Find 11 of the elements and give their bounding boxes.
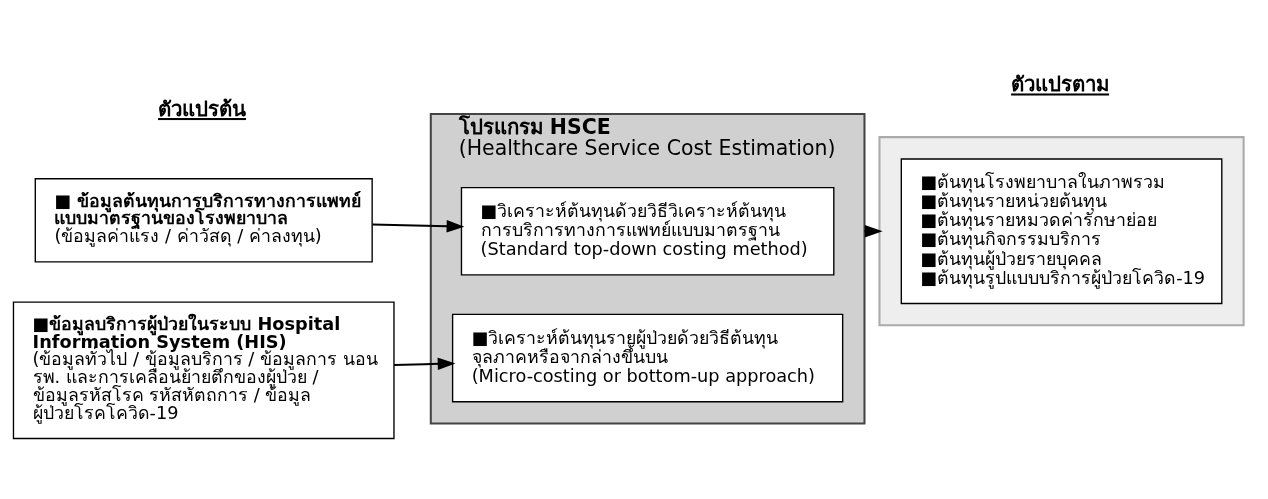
- arrow: [864, 224, 883, 237]
- node-box: ■วิเคราะห์ต้นทุนด้วยวิธีวิเคราะห์ต้นทุน การบริการทางการแพทย์แบบมาตรฐาน (Standard top-down costing method): [460, 186, 835, 276]
- node-box: ■ต้นทุนโรงพยาบาลในภาพรวม ■ต้นทุนรายหน่วยต้นทุน ■ต้นทุนรายหมวดค่ารักษาย่อย ■ต้นทุนกิจกรรมบริการ ■ต้นทุนผู้ป่วยรายบุคคล ■ต้นทุนรูปแบบบริการผู้ป่วยโควิด-19: [900, 157, 1223, 304]
- cluster: [878, 135, 1245, 326]
- node-box: ■ข้อมูลบริการผู้ป่วยในระบบ Hospital Information System (HIS) (ข้อมูลทั่วไป / ข้อมูลบริการ / ข้อมูลการ นอน รพ. และการเคลื่อนย้ายตึกของผู้ป่วย / ข้อมูลรหัสโรค รหัสหัตถการ / ข้อมูล ผู้ป่วยโรคโควิด-19: [12, 301, 395, 439]
- node-box: ■ ข้อมูลต้นทุนการบริการทางการแพทย์ แบบมาตรฐานของโรงพยาบาล (ข้อมูลค่าแรง / ค่าวัสดุ / ค่าลงทุน): [34, 177, 373, 263]
- label: ตัวแปรตาม: [1011, 71, 1110, 96]
- label: ตัวแปรต้น: [158, 96, 247, 121]
- arrow: [394, 357, 456, 370]
- node-box: ■วิเคราะห์ต้นทุนรายผู้ป่วยด้วยวิธีต้นทุน จุลภาคหรือจากล่างขึ้นบน (Micro-costing or bottom-up approach): [451, 313, 844, 402]
- arrow: [372, 219, 465, 233]
